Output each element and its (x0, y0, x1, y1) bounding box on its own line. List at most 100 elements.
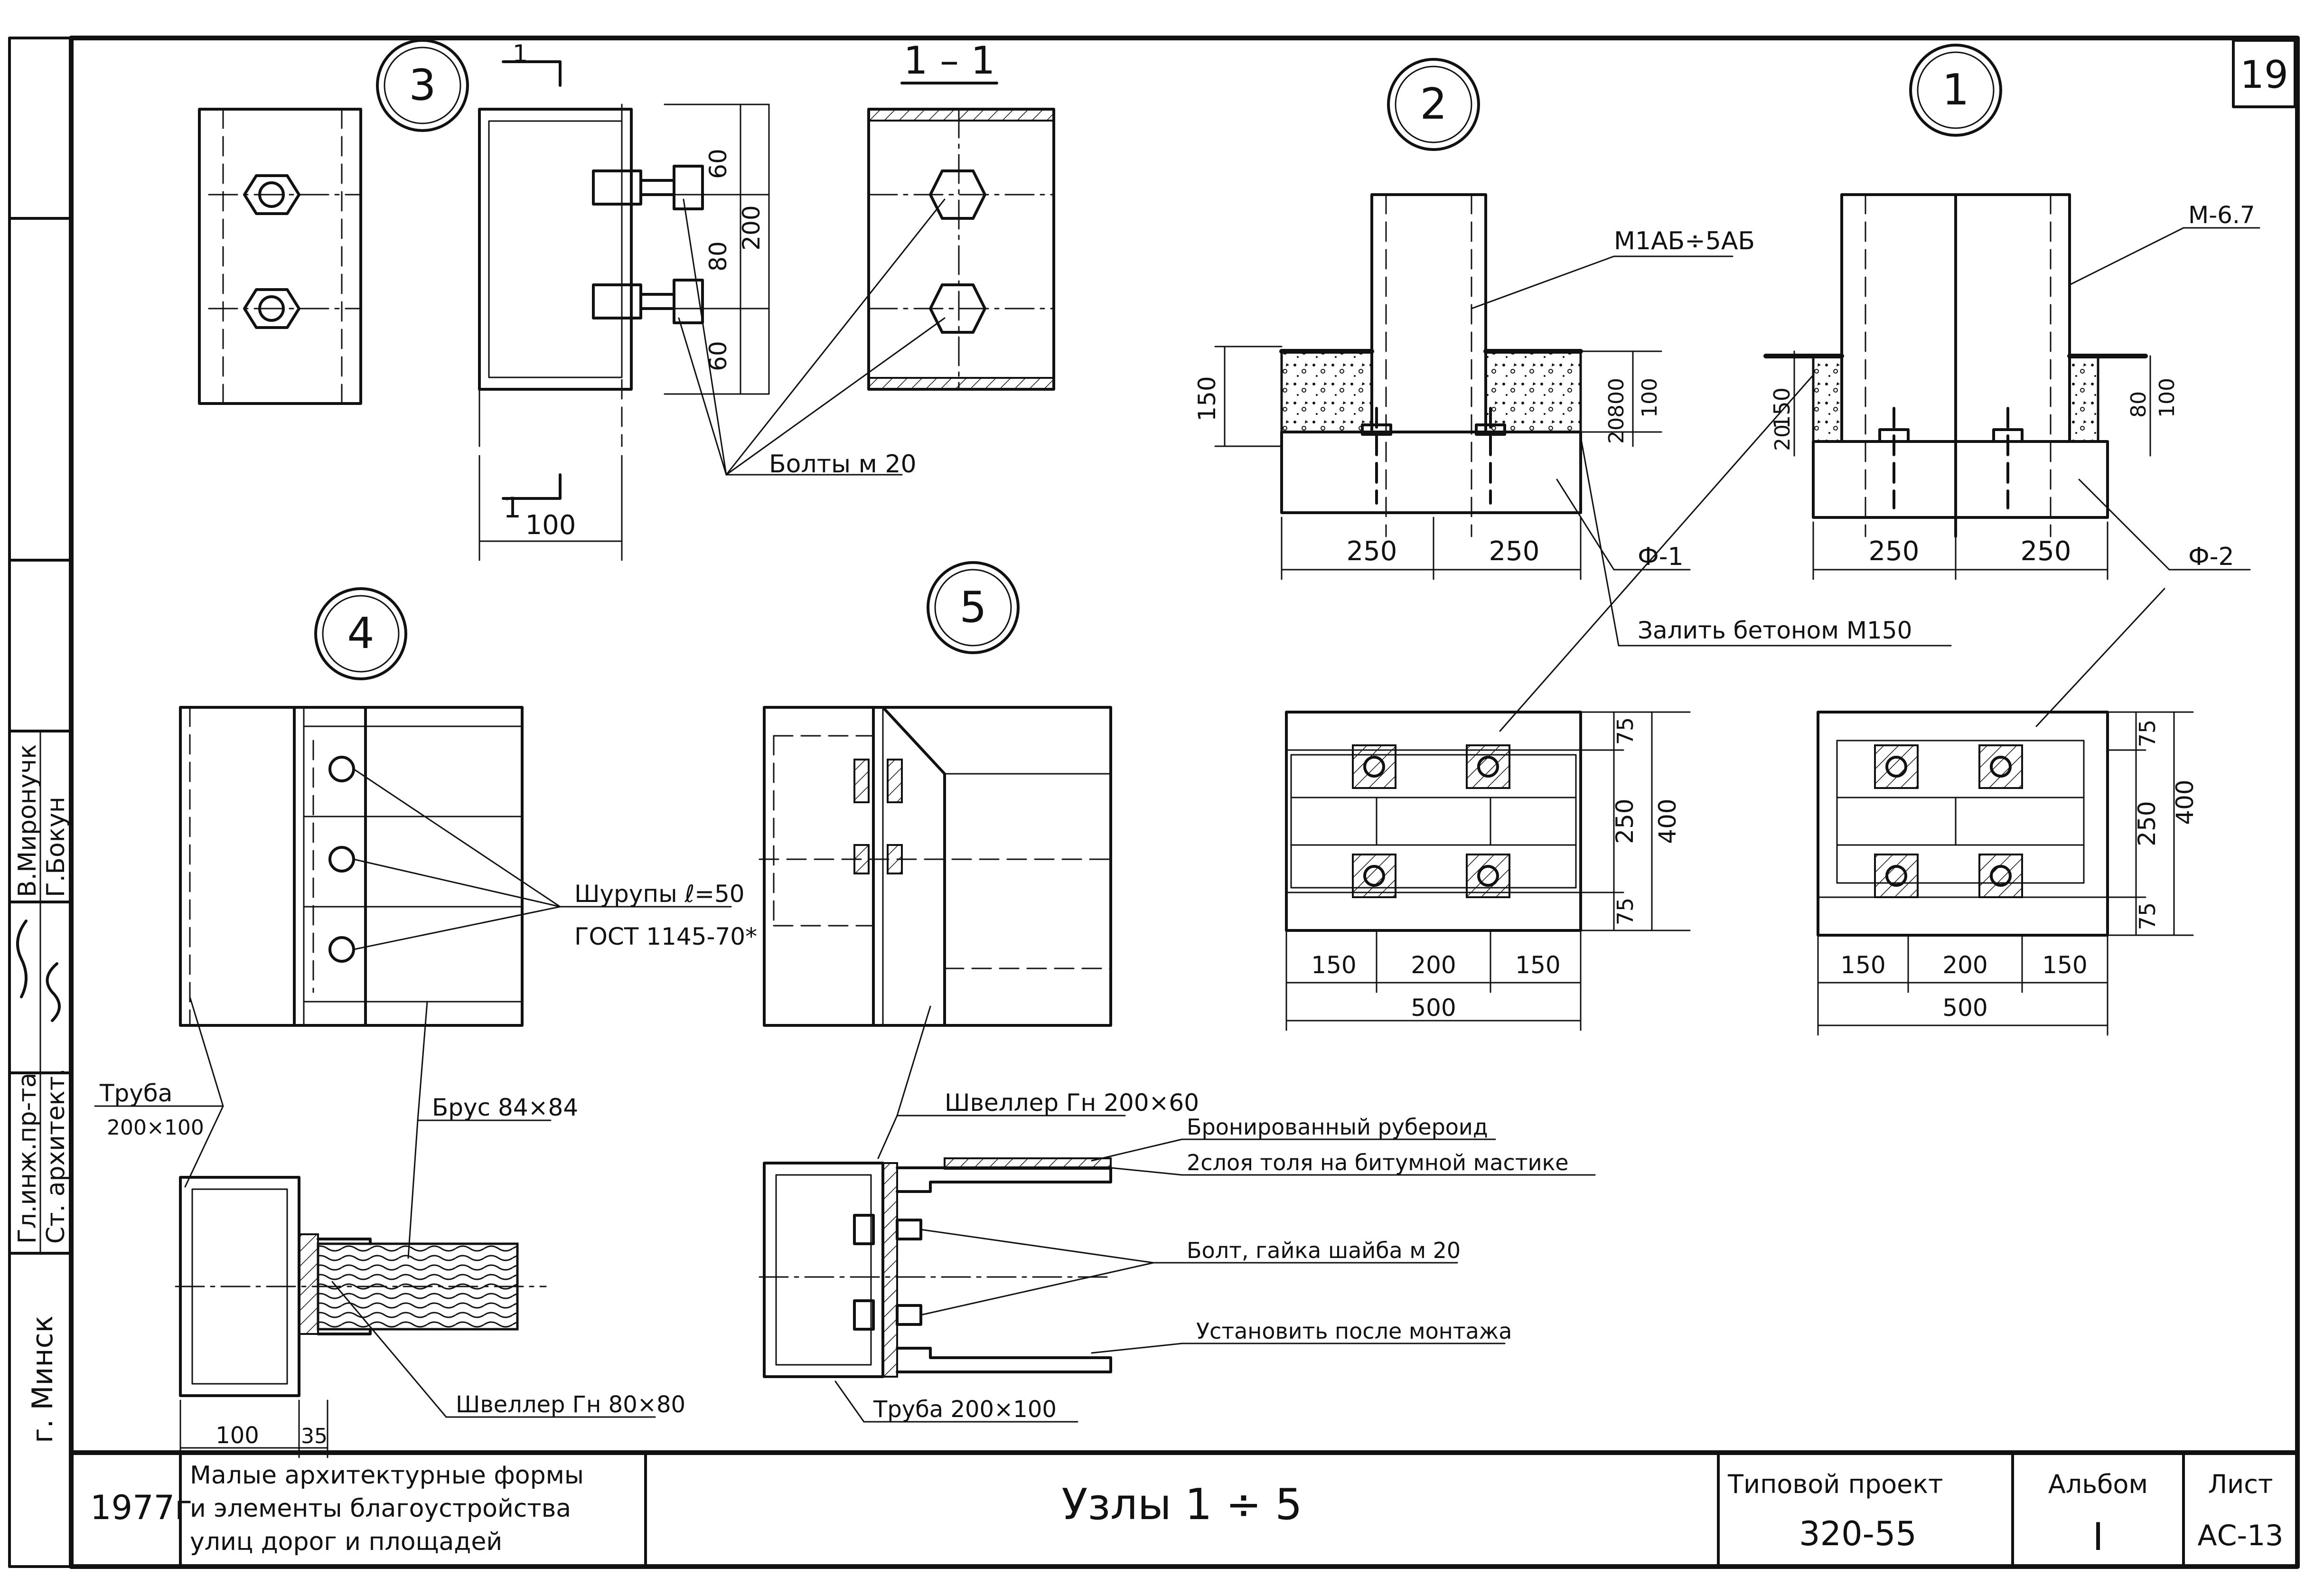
bolt-nut-label: Болт, гайка шайба м 20 (1187, 1238, 1461, 1263)
node-2-concrete-right (1484, 350, 1582, 433)
dim-node1-150: 150 (1769, 387, 1795, 429)
screws-gost: ГОСТ 1145-70* (574, 923, 757, 950)
plan-f1-plate-bl (1352, 854, 1396, 898)
node-5-roofing (944, 1157, 1112, 1170)
dim-f2-400: 400 (2171, 779, 2199, 825)
dim-node3-200: 200 (738, 205, 765, 250)
install-after-label: Установить после монтажа (1196, 1318, 1512, 1344)
plan-f1: 75 250 75 400 150 200 150 500 (1285, 374, 1814, 1031)
dim-node3-60a: 60 (704, 149, 732, 179)
section-mark-bottom: 1 (503, 491, 521, 525)
plan-f2-plate-br (1978, 854, 2023, 898)
dim-f1-150b: 150 (1515, 951, 1560, 979)
screw-1 (328, 756, 355, 782)
dim-node2-250a: 250 (1347, 536, 1397, 567)
dim-node2-250b: 250 (1489, 536, 1540, 567)
dim-f1-400: 400 (1654, 798, 1681, 844)
section-1-1-label: 1 – 1 (904, 38, 995, 83)
dim-f2-200: 200 (1942, 951, 1987, 979)
dim-node1-20: 20 (1771, 424, 1795, 451)
channel-80-label: Швеллер Гн 80×80 (456, 1391, 685, 1418)
node-1: 1 150 20 80 100 250 250 М-6.7 Ф- (1763, 44, 2260, 580)
dim-node2-100: 100 (1638, 378, 1662, 418)
title-year: 1977г (90, 1488, 192, 1527)
node-2-concrete-left (1280, 350, 1373, 433)
dim-node4-100: 100 (216, 1422, 259, 1449)
title-desc-2: и элементы благоустройства (190, 1494, 571, 1523)
dim-f1-75b: 75 (1612, 898, 1638, 926)
node-2-column (1370, 193, 1487, 433)
footing-f2-label: Ф-2 (2188, 543, 2234, 571)
dim-f2-75b: 75 (2135, 902, 2160, 930)
title-block: 1977г Малые архитектурные формы и элемен… (69, 1450, 2300, 1568)
album-label: Альбом (2048, 1469, 2148, 1499)
dim-f2-500: 500 (1942, 994, 1987, 1022)
bolt-head-upper (243, 174, 300, 215)
sheet-value: АС-13 (2198, 1519, 2284, 1552)
plan-f2: 75 250 75 400 150 200 150 500 (1817, 588, 2199, 1036)
title-desc-1: Малые архитектурные формы (190, 1461, 584, 1490)
project-label: Типовой проект (1727, 1469, 1943, 1499)
bolt-head-lower (243, 288, 300, 329)
node-5-channel-web (882, 1162, 898, 1378)
node-4-circle (314, 587, 407, 680)
sheet-number: 19 (2240, 53, 2288, 97)
bolt-upper-side (592, 169, 642, 206)
sheet-number-box (2232, 39, 2296, 108)
node-3-side-tube (478, 108, 633, 391)
node-2-footing (1280, 431, 1582, 514)
plan-f1-plate-tr (1466, 744, 1510, 789)
dim-f2-150b: 150 (2042, 951, 2087, 979)
sheet-label: Лист (2208, 1469, 2273, 1499)
dim-f2-150a: 150 (1840, 951, 1885, 979)
node-3-circle (376, 39, 469, 132)
node-5-number: 5 (959, 582, 986, 632)
dim-node4-35: 35 (301, 1424, 328, 1448)
album-value: I (2092, 1515, 2104, 1559)
dim-node1-80: 80 (2127, 391, 2151, 418)
plan-f2-plate-tl (1874, 744, 1919, 789)
signature-marks (16, 920, 61, 1022)
plan-f1-plate-tl (1352, 744, 1396, 789)
stamp-name-2: Г.Бокун (42, 797, 70, 897)
dim-node2-800: 800 (1604, 378, 1629, 418)
channel-200-label: Швеллер Гн 200×60 (945, 1089, 1199, 1117)
dim-f1-500: 500 (1411, 994, 1456, 1022)
node-2-beam-label: М1АБ÷5АБ (1614, 227, 1755, 255)
node-3-number: 3 (409, 60, 436, 110)
section-bolt-lower (929, 283, 986, 334)
dim-f1-200: 200 (1411, 951, 1456, 979)
node-1-footing (1812, 440, 2109, 519)
bolt-lower-side (592, 283, 642, 319)
node-3-front-plate (198, 108, 362, 405)
section-1-1-plate (867, 108, 1055, 391)
dim-node1-250b: 250 (2021, 536, 2071, 567)
section-mark-top: 1 (513, 40, 528, 67)
concrete-fill-label: Залить бетоном М150 (1638, 617, 1912, 644)
dim-node1-100: 100 (2155, 378, 2179, 418)
node-4-wood-beam (317, 1242, 519, 1331)
node-5-pipe-section (763, 1162, 884, 1378)
pipe-size: 200×100 (107, 1116, 204, 1140)
screws-label: Шурупы ℓ=50 (574, 880, 745, 908)
node-5-bolt-lower (853, 1299, 875, 1331)
dim-f1-75a: 75 (1612, 717, 1638, 745)
stamp-role-2: Ст. архитект. (42, 1068, 70, 1244)
section-bolt-upper (929, 169, 986, 220)
dim-node2-150: 150 (1193, 376, 1221, 421)
dim-node3-80: 80 (704, 241, 732, 272)
plan-f2-plate-bl (1874, 854, 1919, 898)
node-2-circle (1387, 58, 1480, 151)
node-1-number: 1 (1942, 65, 1969, 115)
stamp-name-1: В.Миронучк (13, 744, 42, 897)
screw-2 (328, 846, 355, 873)
title-desc-3: улиц дорог и площадей (190, 1528, 502, 1556)
pipe-label: Труба (99, 1080, 172, 1107)
node-4: 4 Шурупы ℓ=50 ГОСТ 1145-70* Труба 200×10… (94, 587, 757, 1458)
node-5-circle (927, 561, 1020, 654)
wood-beam-label: Брус 84×84 (432, 1094, 578, 1121)
plan-f1-plate-br (1466, 854, 1510, 898)
project-value: 320-55 (1799, 1514, 1917, 1553)
node-4-number: 4 (347, 609, 374, 658)
